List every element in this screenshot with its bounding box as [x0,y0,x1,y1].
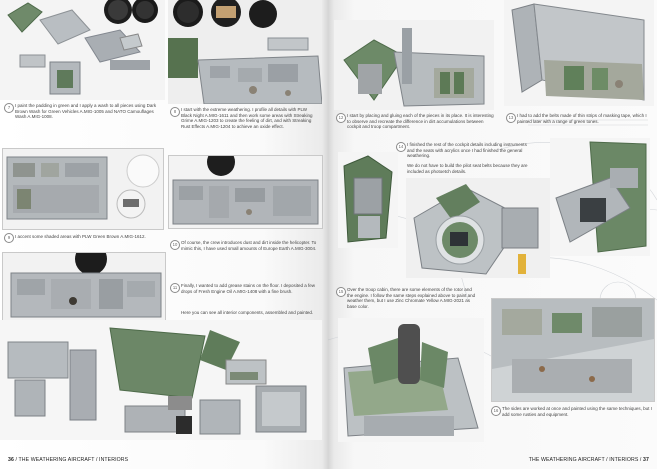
photo-fuselage-belts [504,0,654,106]
photo-cockpit-instruments-closeup [406,178,550,278]
step-13-text: I had to add the belts made of thin stri… [517,113,647,124]
left-page: 7 I paint the padding in green and I app… [0,0,328,469]
photo-floor-panel-dust [168,155,323,229]
footer-right-label: THE WEATHERING AIRCRAFT / INTERIORS / [528,457,644,463]
step-12-text: I start by placing and gluing each of th… [347,113,494,130]
step-number-15: 15 [336,287,346,297]
footer-left: 36 / THE WEATHERING AIRCRAFT / INTERIORS [8,457,128,463]
step-14b-text: We do not have to build the pilot seat b… [407,163,528,174]
photo-sides-rust-detail [491,298,655,402]
step-number-8: 8 [170,107,180,117]
step-14-text: I finished the rest of the cockpit detai… [407,142,527,159]
step-11-text: Finally, I wanted to add grease stains o… [181,283,315,294]
photo-troop-cabin-rotor-engine [338,318,484,442]
step-7-text: I paint the padding in green and I apply… [15,103,157,120]
step-number-13: 13 [506,113,516,123]
step-number-16: 16 [491,406,501,416]
step-number-9: 9 [4,233,14,243]
photo-green-panels-and-jars [0,0,165,100]
photo-cockpit-seats-left [338,152,398,248]
step-10-text: Of course, the crew introduces dust and … [181,240,317,251]
step-15-text: Over the troop cabin, there are some ele… [347,287,476,309]
gutter-shadow [322,0,334,469]
photo-panel-with-engine-oil-jar [2,252,166,322]
footer-right: THE WEATHERING AIRCRAFT / INTERIORS / 37 [529,457,649,463]
page-number-right: 37 [643,457,649,463]
photo-floor-panel-green-brown [2,148,164,230]
step-number-10: 10 [170,240,180,250]
step-number-7: 7 [4,103,14,113]
step-16-text: The sides are worked at once and painted… [502,406,652,417]
step-number-11: 11 [170,283,180,293]
footer-left-label: / THE WEATHERING AIRCRAFT / INTERIORS [13,457,129,463]
photo-cockpit-seats-right [550,138,650,256]
step-9-text: I accent some shaded areas with PLW Gree… [15,234,146,239]
page-number-left: 36 [8,457,14,463]
photo-weathered-floor-and-jars [168,0,322,104]
step-11b-text: Here you can see all interior components… [181,310,314,315]
photo-all-interior-components [0,320,322,440]
step-8-text: I start with the extreme weathering. I p… [181,107,313,129]
step-number-14: 14 [396,142,406,152]
photo-cockpit-and-troop-compartment [334,20,494,110]
step-number-12: 12 [336,113,346,123]
right-page: 12 I start by placing and gluing each of… [328,0,657,469]
